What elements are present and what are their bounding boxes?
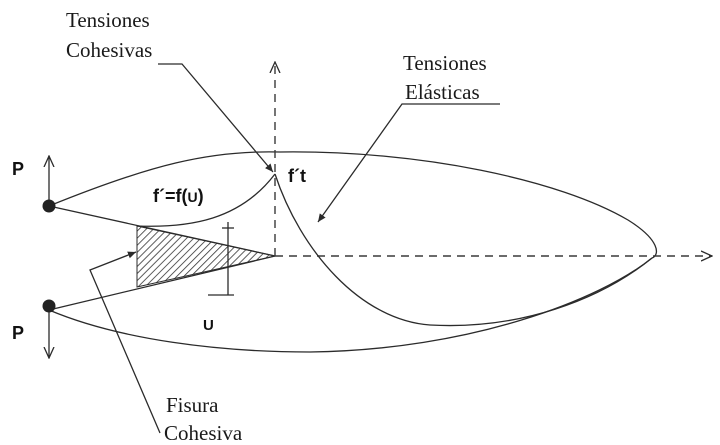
label-tensile-strength: f´t [288, 166, 306, 186]
node-top-icon [42, 199, 56, 213]
leader-elastic-stress [317, 103, 500, 223]
elastic-stress-curve [274, 173, 653, 327]
label-load-bottom: P [12, 323, 24, 343]
label-cohesive-crack-2: Cohesiva [164, 421, 243, 445]
label-cohesive-crack-1: Fisura [166, 393, 219, 417]
specimen-outline-lower [48, 257, 653, 353]
label-elastic-stress-2: Elásticas [405, 80, 480, 104]
leader-cohesive-crack [89, 251, 161, 434]
crack-face-lower [48, 255, 276, 311]
cohesive-stress-curve [136, 173, 276, 227]
label-cohesive-stress-1: Tensiones [66, 8, 150, 32]
cohesive-zone-hatch [136, 225, 276, 288]
label-opening: U [203, 317, 214, 334]
node-bottom-icon [42, 299, 56, 313]
label-stress-function: f´=f(U) [153, 186, 204, 206]
stress-function-var: U [188, 189, 198, 205]
stress-function-suffix: ) [198, 186, 204, 206]
stress-function-prefix: f´=f( [153, 186, 188, 206]
label-load-top: P [12, 159, 24, 179]
label-cohesive-stress-2: Cohesivas [66, 38, 152, 62]
leader-cohesive-stress [158, 63, 274, 173]
specimen-outline-upper [48, 151, 658, 259]
label-elastic-stress-1: Tensiones [403, 51, 487, 75]
